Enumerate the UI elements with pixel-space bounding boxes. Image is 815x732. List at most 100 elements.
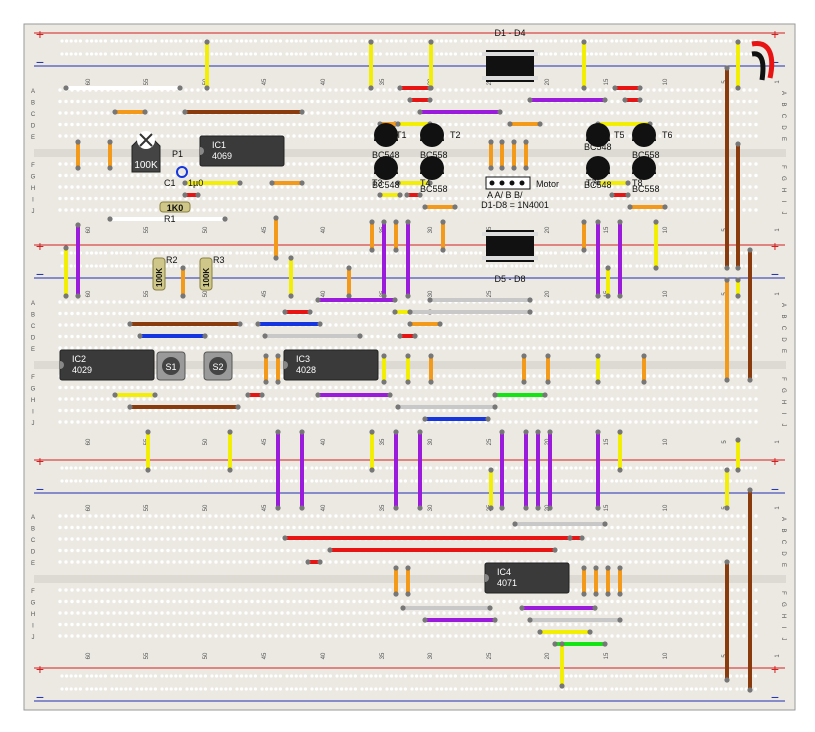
strip-hole [478, 162, 482, 166]
strip-hole [406, 185, 410, 189]
strip-hole [136, 622, 140, 627]
rail-hole [690, 264, 694, 268]
strip-hole [160, 311, 164, 316]
strip-hole [562, 208, 566, 212]
rail-hole [535, 251, 539, 255]
strip-hole [172, 514, 176, 518]
rail-hole [60, 251, 64, 255]
strip-hole [634, 185, 638, 189]
rail-hole [635, 466, 639, 470]
strip-hole [94, 185, 98, 189]
strip-hole [610, 185, 614, 189]
strip-hole [142, 537, 146, 541]
strip-hole [628, 334, 632, 339]
strip-hole [676, 208, 680, 212]
wire-end [204, 85, 210, 91]
strip-hole [622, 525, 626, 530]
strip-hole [484, 514, 488, 518]
strip-hole [328, 599, 332, 604]
rail-hole [399, 687, 403, 691]
column-number: 10 [663, 504, 669, 511]
rail-hole [615, 264, 619, 268]
strip-hole [484, 622, 488, 627]
strip-hole [682, 514, 686, 518]
strip-hole [118, 385, 122, 390]
strip-hole [544, 122, 548, 127]
strip-hole [544, 525, 548, 530]
strip-hole [610, 208, 614, 212]
strip-hole [664, 634, 668, 638]
row-letter: J [780, 212, 786, 215]
rail-hole [553, 39, 558, 43]
rail-hole [278, 687, 282, 691]
strip-hole [142, 611, 146, 615]
strip-hole [112, 397, 116, 401]
strip-hole [220, 420, 224, 424]
strip-hole [556, 397, 560, 401]
strip-hole [340, 560, 344, 564]
strip-hole [628, 622, 632, 627]
strip-hole [298, 611, 302, 615]
strip-hole [112, 525, 116, 530]
strip-hole [604, 311, 608, 316]
strip-hole [292, 397, 296, 401]
strip-hole [310, 346, 314, 350]
strip-hole [736, 560, 740, 564]
strip-hole [736, 99, 740, 104]
strip-hole [730, 162, 734, 166]
column-number: 15 [604, 504, 610, 511]
strip-hole [160, 385, 164, 390]
strip-hole [616, 385, 620, 390]
strip-hole [616, 525, 620, 530]
rail-hole [319, 39, 323, 43]
strip-hole [478, 185, 482, 189]
strip-hole [268, 588, 272, 592]
wire-end [499, 165, 505, 171]
strip-hole [412, 599, 416, 604]
strip-hole [376, 311, 380, 316]
strip-hole [184, 634, 188, 638]
strip-hole [622, 537, 626, 541]
strip-hole [394, 99, 398, 104]
strip-hole [454, 588, 458, 592]
strip-hole [226, 185, 230, 189]
strip-hole [58, 408, 62, 413]
row-letter: D [31, 336, 36, 342]
strip-hole [634, 311, 638, 316]
strip-hole [616, 397, 620, 401]
column-number: 1 [775, 440, 781, 444]
strip-hole [262, 622, 266, 627]
row-letter: C [780, 540, 786, 545]
strip-hole [160, 162, 164, 166]
row-letter: E [780, 137, 786, 141]
rail-hole [294, 479, 298, 483]
rail-hole [249, 251, 253, 255]
rail-hole [253, 264, 257, 268]
strip-hole [466, 622, 470, 627]
strip-hole [226, 622, 230, 627]
strip-hole [316, 111, 320, 115]
rail-hole [560, 466, 564, 470]
strip-hole [646, 408, 650, 413]
strip-hole [706, 611, 710, 615]
strip-hole [304, 525, 308, 530]
strip-hole [676, 588, 680, 592]
rail-hole [78, 479, 82, 483]
strip-hole [490, 88, 494, 92]
strip-hole [430, 196, 434, 201]
rail-hole [594, 52, 598, 56]
strip-hole [526, 420, 530, 424]
strip-hole [736, 634, 740, 638]
rail-hole [569, 251, 573, 255]
strip-hole [328, 525, 332, 530]
rail-hole [310, 466, 314, 470]
strip-hole [64, 408, 68, 413]
rail-hole [324, 264, 328, 268]
strip-hole [574, 122, 578, 127]
strip-hole [520, 622, 524, 627]
strip-hole [124, 300, 128, 304]
strip-hole [286, 99, 290, 104]
strip-hole [286, 622, 290, 627]
rail-hole [185, 251, 189, 255]
column-number: 35 [380, 438, 386, 445]
